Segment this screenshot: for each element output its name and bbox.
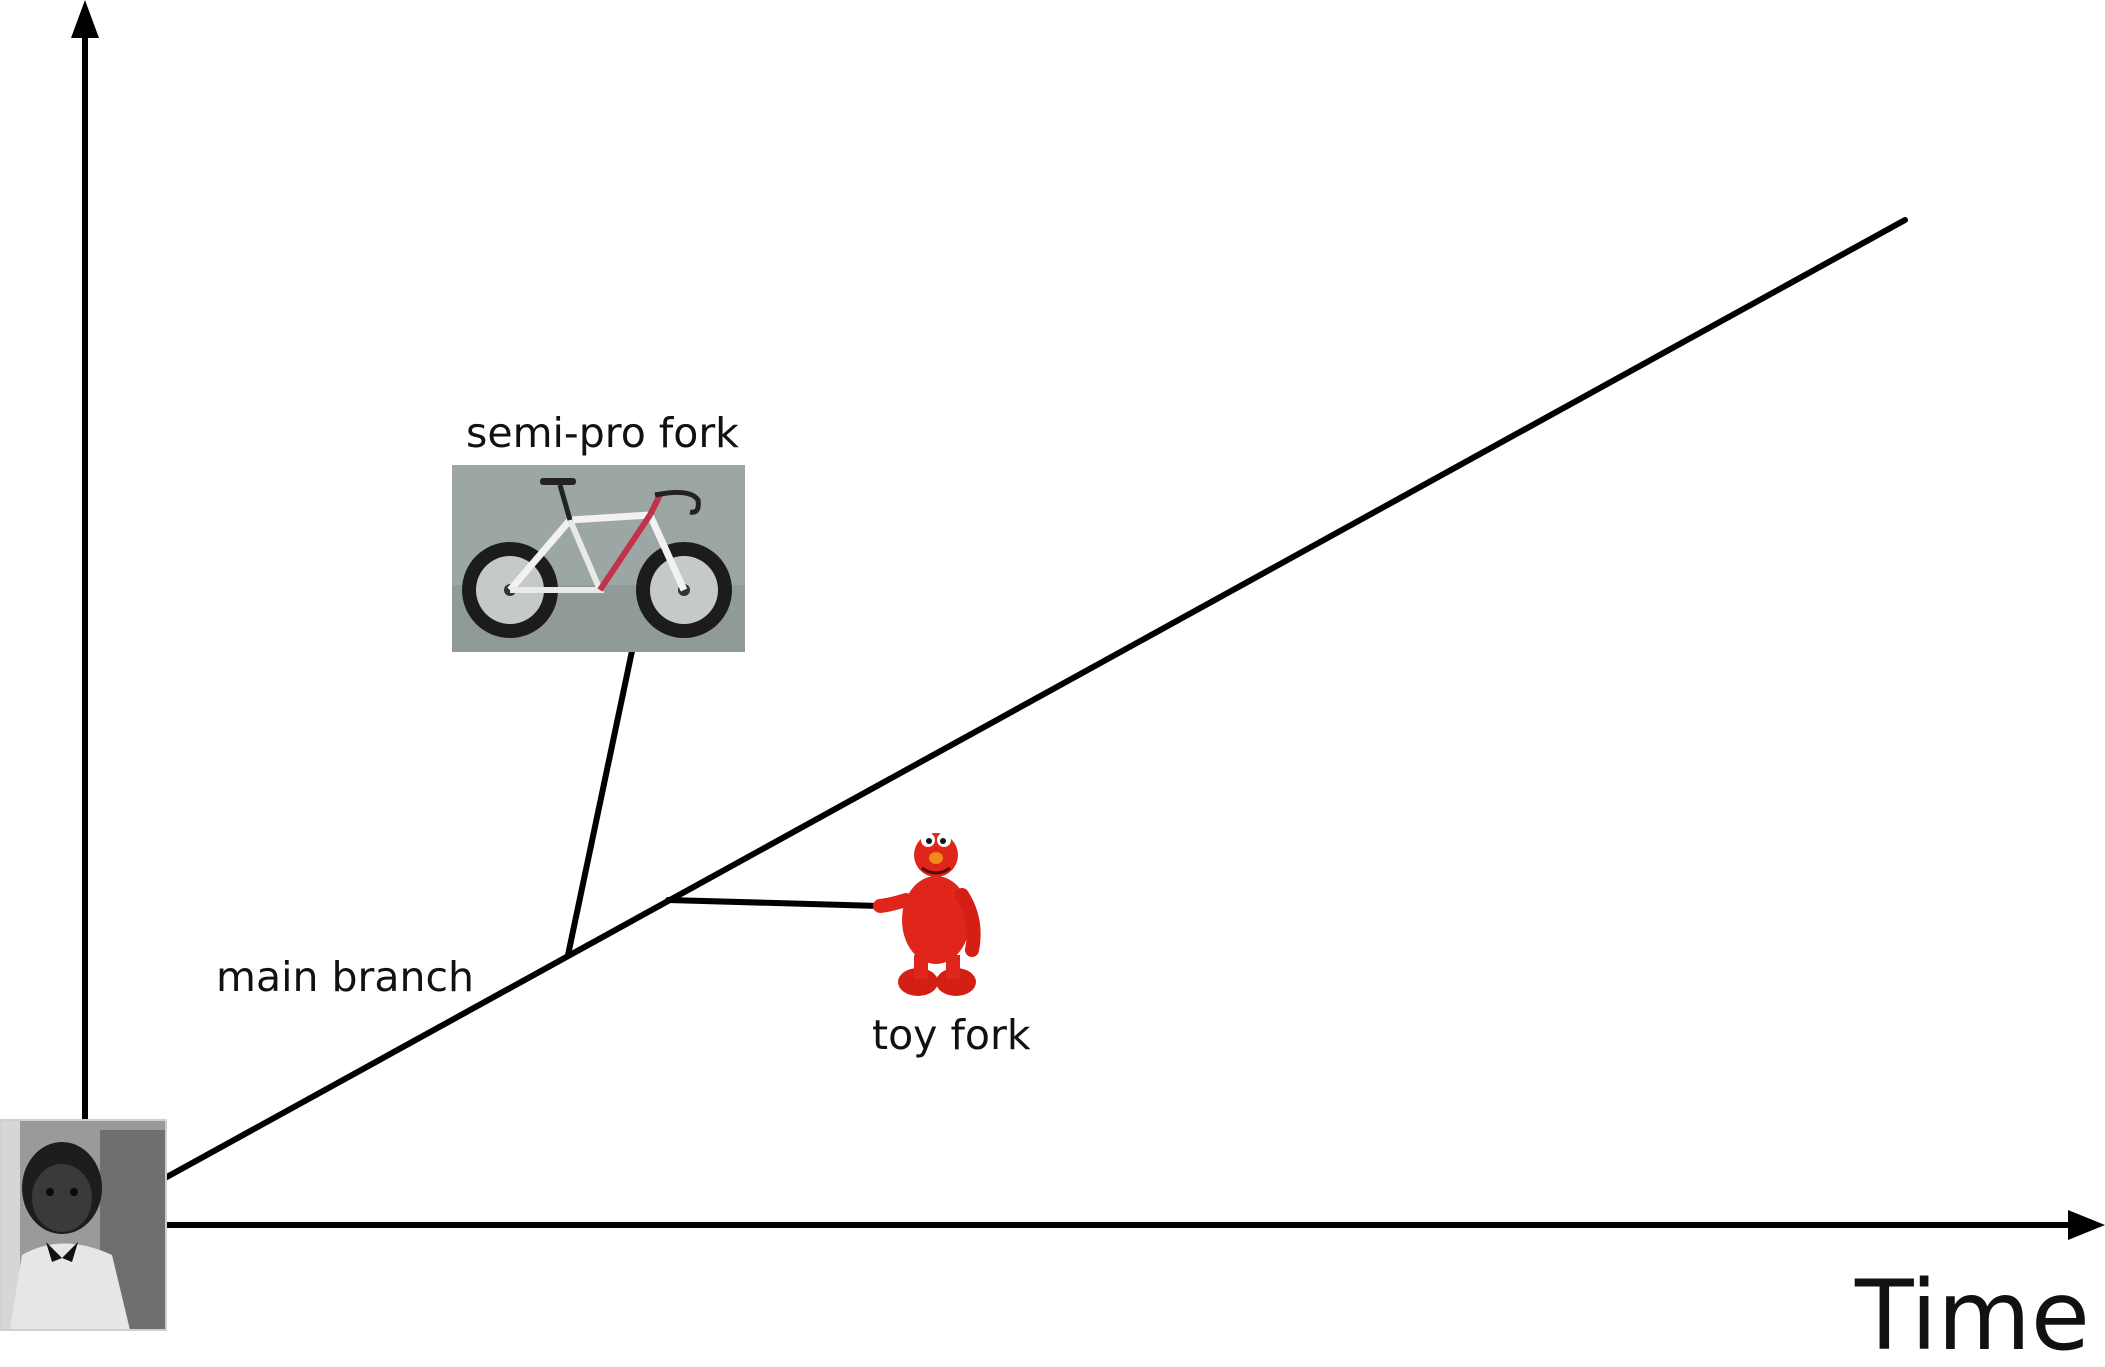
- x-axis-label: Time: [1855, 1268, 2090, 1364]
- toy-fork-label: toy fork: [872, 1015, 1031, 1056]
- x-axis-arrowhead: [2068, 1210, 2105, 1240]
- semi-pro-fork-line: [568, 651, 632, 955]
- red-plush-toy-image: [880, 833, 976, 996]
- road-bicycle-image: [452, 465, 745, 652]
- y-axis-arrowhead: [71, 0, 99, 38]
- toy-fork-line: [668, 900, 880, 906]
- main-branch-label: main branch: [216, 957, 474, 998]
- semi-pro-fork-label: semi-pro fork: [466, 413, 739, 454]
- baby-photo-image: [0, 1120, 166, 1330]
- main-branch-line: [165, 220, 1905, 1178]
